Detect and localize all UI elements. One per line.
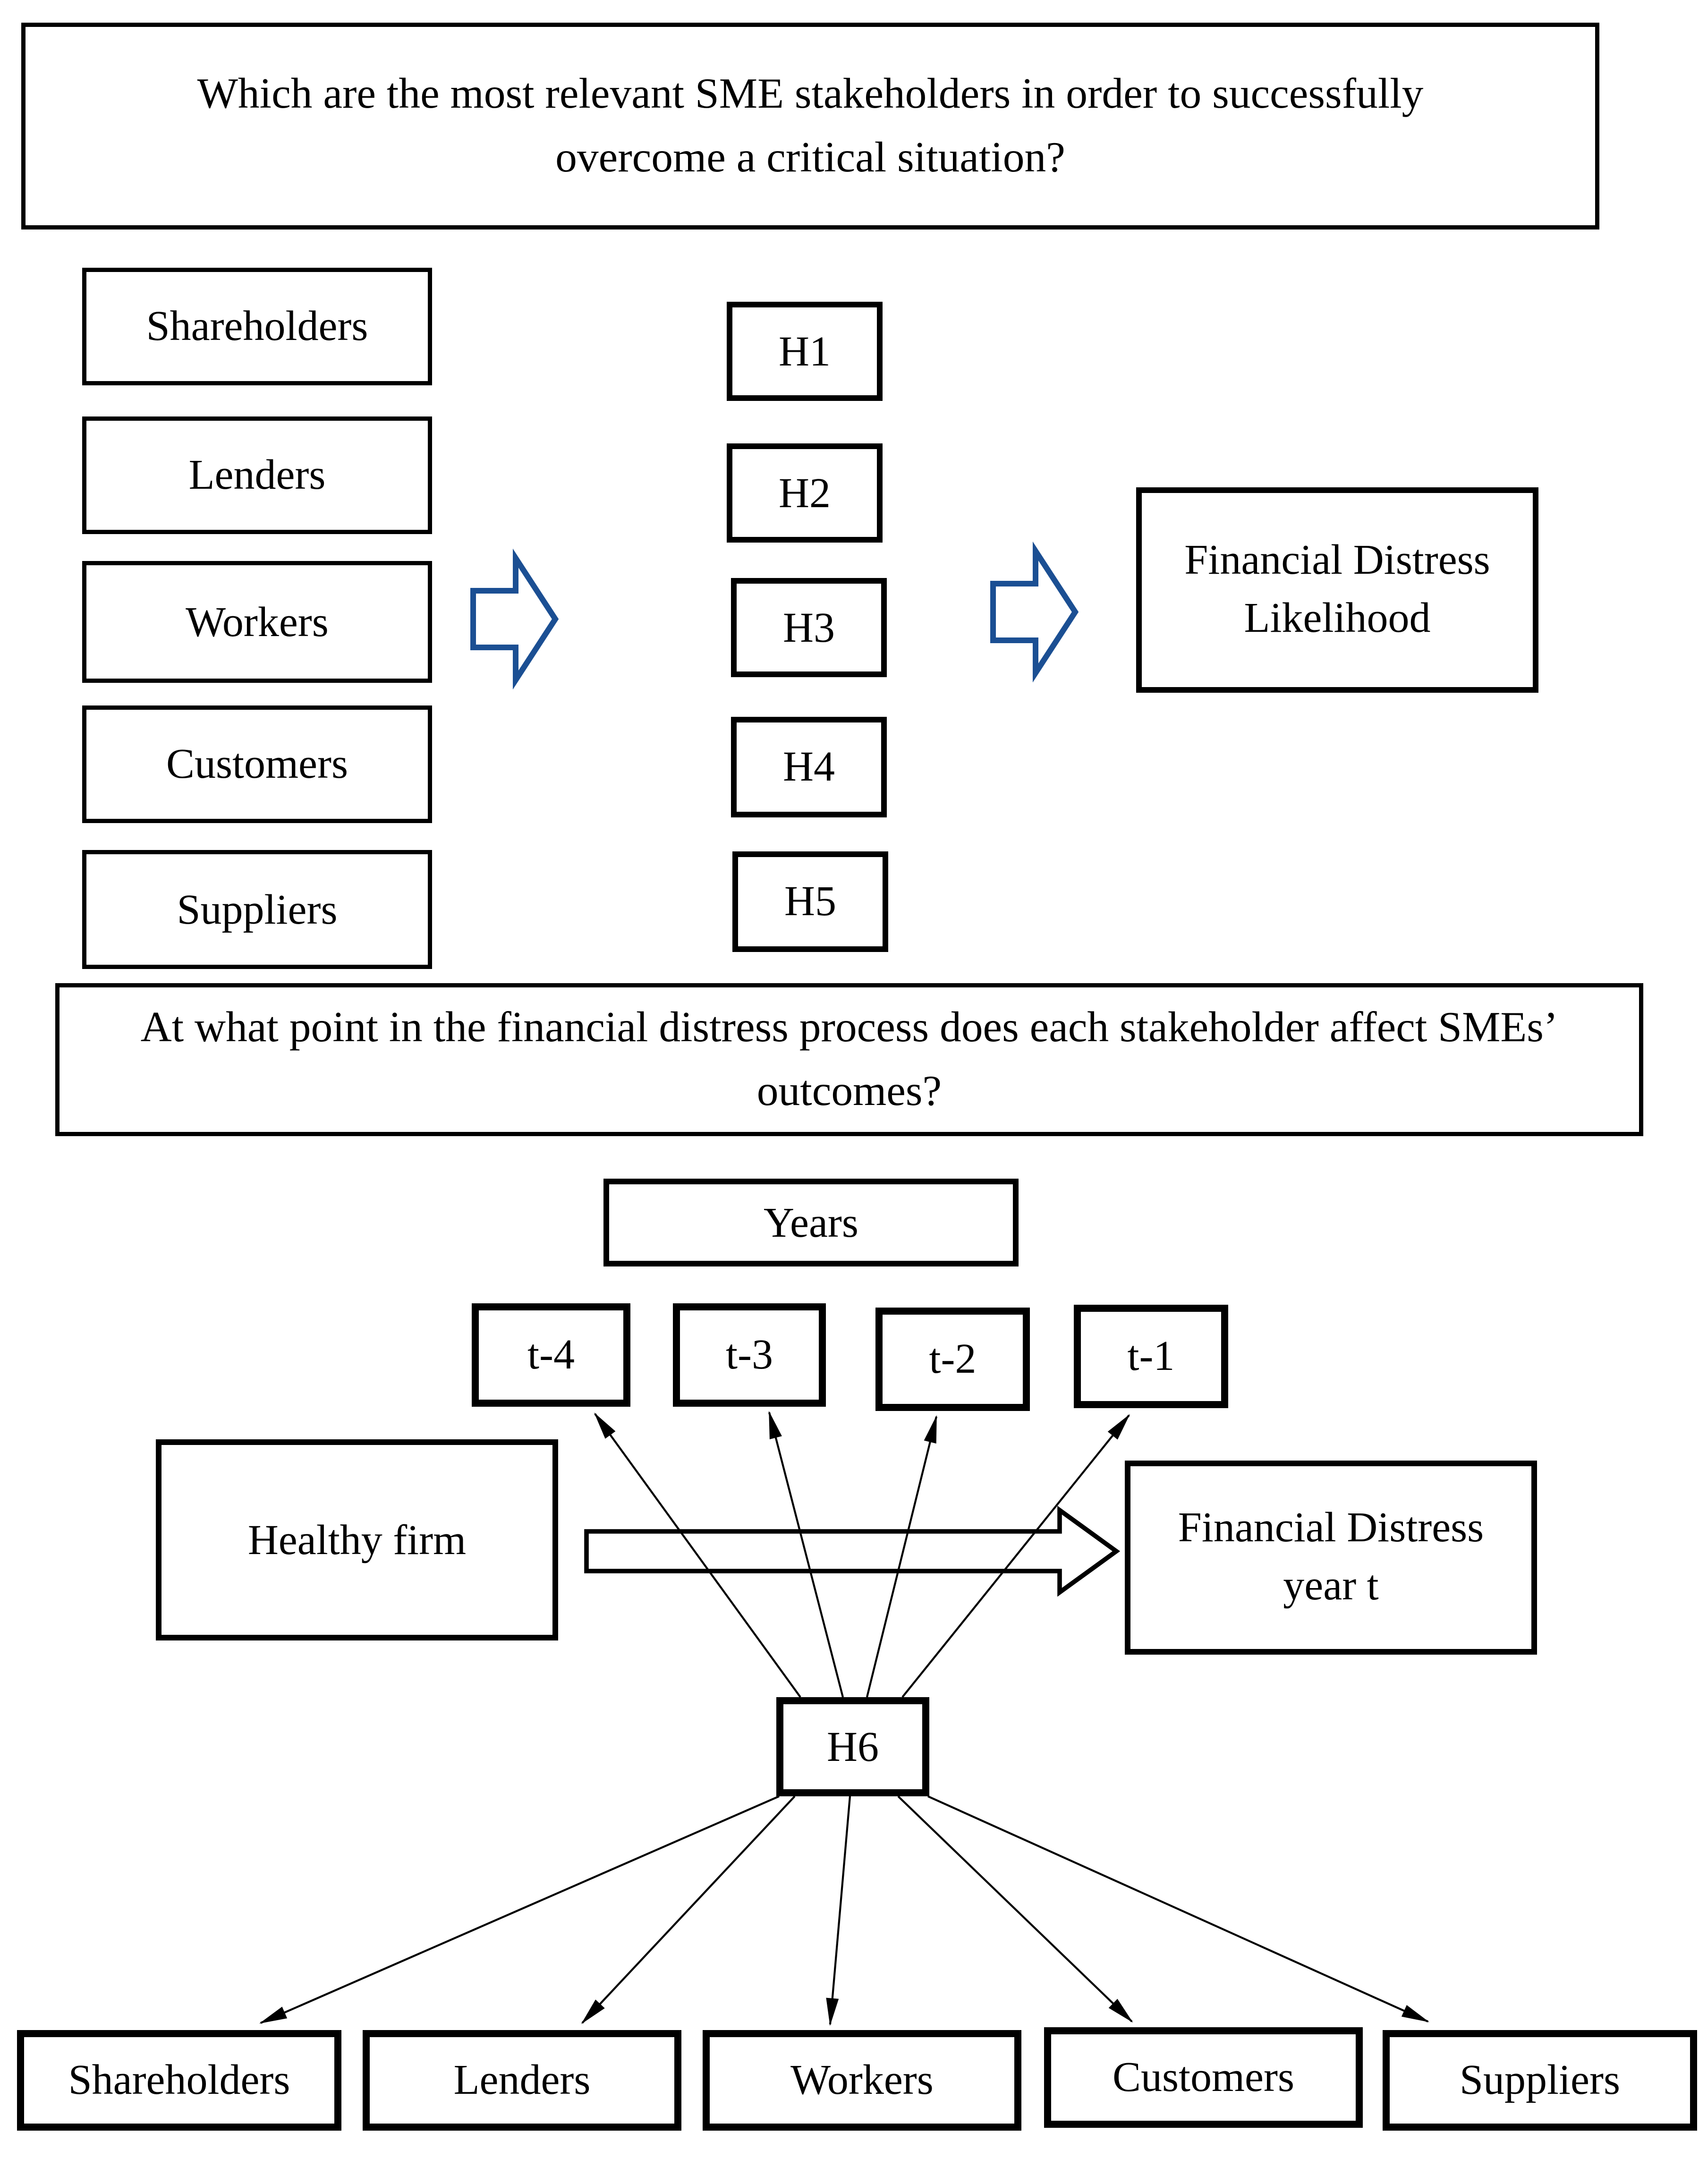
fdl-line1: Financial Distress (1184, 537, 1490, 584)
stakeholder-label: Customers (1112, 2054, 1295, 2101)
financial-distress-year-t-box: Financial Distress year t (1125, 1461, 1537, 1655)
h6-to-shareholders-arrow (259, 1795, 780, 2024)
stakeholder-label: Customers (166, 741, 348, 788)
stakeholder-label: Shareholders (146, 303, 368, 350)
h6-to-suppliers-arrow (927, 1795, 1430, 2023)
year-box-t2: t-2 (875, 1308, 1030, 1411)
bottom-box-shareholders: Shareholders (17, 2030, 341, 2131)
stakeholder-box-suppliers: Suppliers (82, 850, 432, 969)
stakeholder-box-shareholders: Shareholders (82, 268, 432, 385)
hypothesis-box-h3: H3 (731, 578, 887, 677)
question-mid-line2: outcomes? (756, 1067, 942, 1115)
bottom-box-suppliers: Suppliers (1383, 2030, 1697, 2131)
stakeholder-box-workers: Workers (82, 561, 432, 683)
fdt-line1: Financial Distress (1178, 1504, 1484, 1552)
year-label: t-3 (725, 1332, 773, 1378)
block-arrow-shape (990, 541, 1079, 683)
block-arrow-shape (470, 548, 559, 690)
block-arrow-right-blue-icon-2 (990, 541, 1079, 683)
question-top-box: Which are the most relevant SME stakehol… (21, 23, 1599, 229)
question-top-line2: overcome a critical situation? (555, 133, 1065, 181)
block-arrow-right-black-icon (584, 1505, 1121, 1597)
bottom-box-workers: Workers (703, 2030, 1021, 2131)
years-label: Years (764, 1199, 858, 1246)
healthy-firm-box: Healthy firm (156, 1439, 558, 1640)
year-box-t3: t-3 (673, 1303, 826, 1407)
healthy-firm-label: Healthy firm (247, 1516, 467, 1564)
stakeholder-label: Shareholders (68, 2057, 290, 2104)
h6-to-customers-arrow (897, 1795, 1133, 2023)
hypothesis-box-h5: H5 (732, 851, 888, 952)
stakeholder-label: Workers (790, 2057, 934, 2104)
question-top-line1: Which are the most relevant SME stakehol… (197, 69, 1424, 118)
year-box-t1: t-1 (1074, 1305, 1228, 1408)
hypothesis-box-h6: H6 (776, 1697, 929, 1796)
stakeholder-label: Suppliers (1459, 2057, 1621, 2104)
years-box: Years (603, 1179, 1019, 1266)
stakeholder-label: Workers (186, 598, 329, 646)
year-box-t4: t-4 (472, 1303, 630, 1407)
question-mid-box: At what point in the financial distress … (55, 983, 1643, 1136)
financial-distress-likelihood-text: Financial Distress Likelihood (1184, 533, 1490, 647)
stakeholder-box-lenders: Lenders (82, 416, 432, 534)
block-arrow-shape (584, 1505, 1121, 1597)
block-arrow-right-blue-icon-1 (470, 548, 559, 690)
hypothesis-label: H4 (782, 744, 835, 790)
question-mid-line1: At what point in the financial distress … (140, 1003, 1558, 1052)
hypothesis-label: H3 (782, 604, 835, 651)
bottom-box-customers: Customers (1044, 2027, 1363, 2128)
financial-distress-likelihood-box: Financial Distress Likelihood (1136, 487, 1538, 693)
h6-to-workers-arrow (826, 1796, 851, 2026)
stakeholder-label: Lenders (188, 452, 326, 499)
question-top-text: Which are the most relevant SME stakehol… (197, 63, 1424, 190)
bottom-box-lenders: Lenders (363, 2030, 681, 2131)
hypothesis-label: H5 (784, 878, 836, 925)
hypothesis-label: H6 (826, 1723, 879, 1770)
stakeholder-label: Suppliers (177, 886, 338, 933)
hypothesis-box-h1: H1 (727, 302, 883, 401)
year-label: t-1 (1127, 1333, 1175, 1380)
year-label: t-2 (929, 1336, 977, 1383)
stakeholder-box-customers: Customers (82, 705, 432, 823)
year-label: t-4 (527, 1332, 575, 1378)
hypothesis-label: H1 (778, 328, 831, 375)
h6-to-lenders-arrow (581, 1795, 796, 2024)
stakeholder-label: Lenders (453, 2057, 591, 2104)
fdt-line2: year t (1283, 1562, 1379, 1609)
hypothesis-box-h4: H4 (731, 717, 887, 817)
hypothesis-label: H2 (778, 469, 831, 517)
financial-distress-year-t-text: Financial Distress year t (1178, 1501, 1484, 1615)
question-mid-text: At what point in the financial distress … (141, 996, 1558, 1123)
fdl-line2: Likelihood (1244, 594, 1431, 641)
hypothesis-box-h2: H2 (727, 443, 883, 543)
